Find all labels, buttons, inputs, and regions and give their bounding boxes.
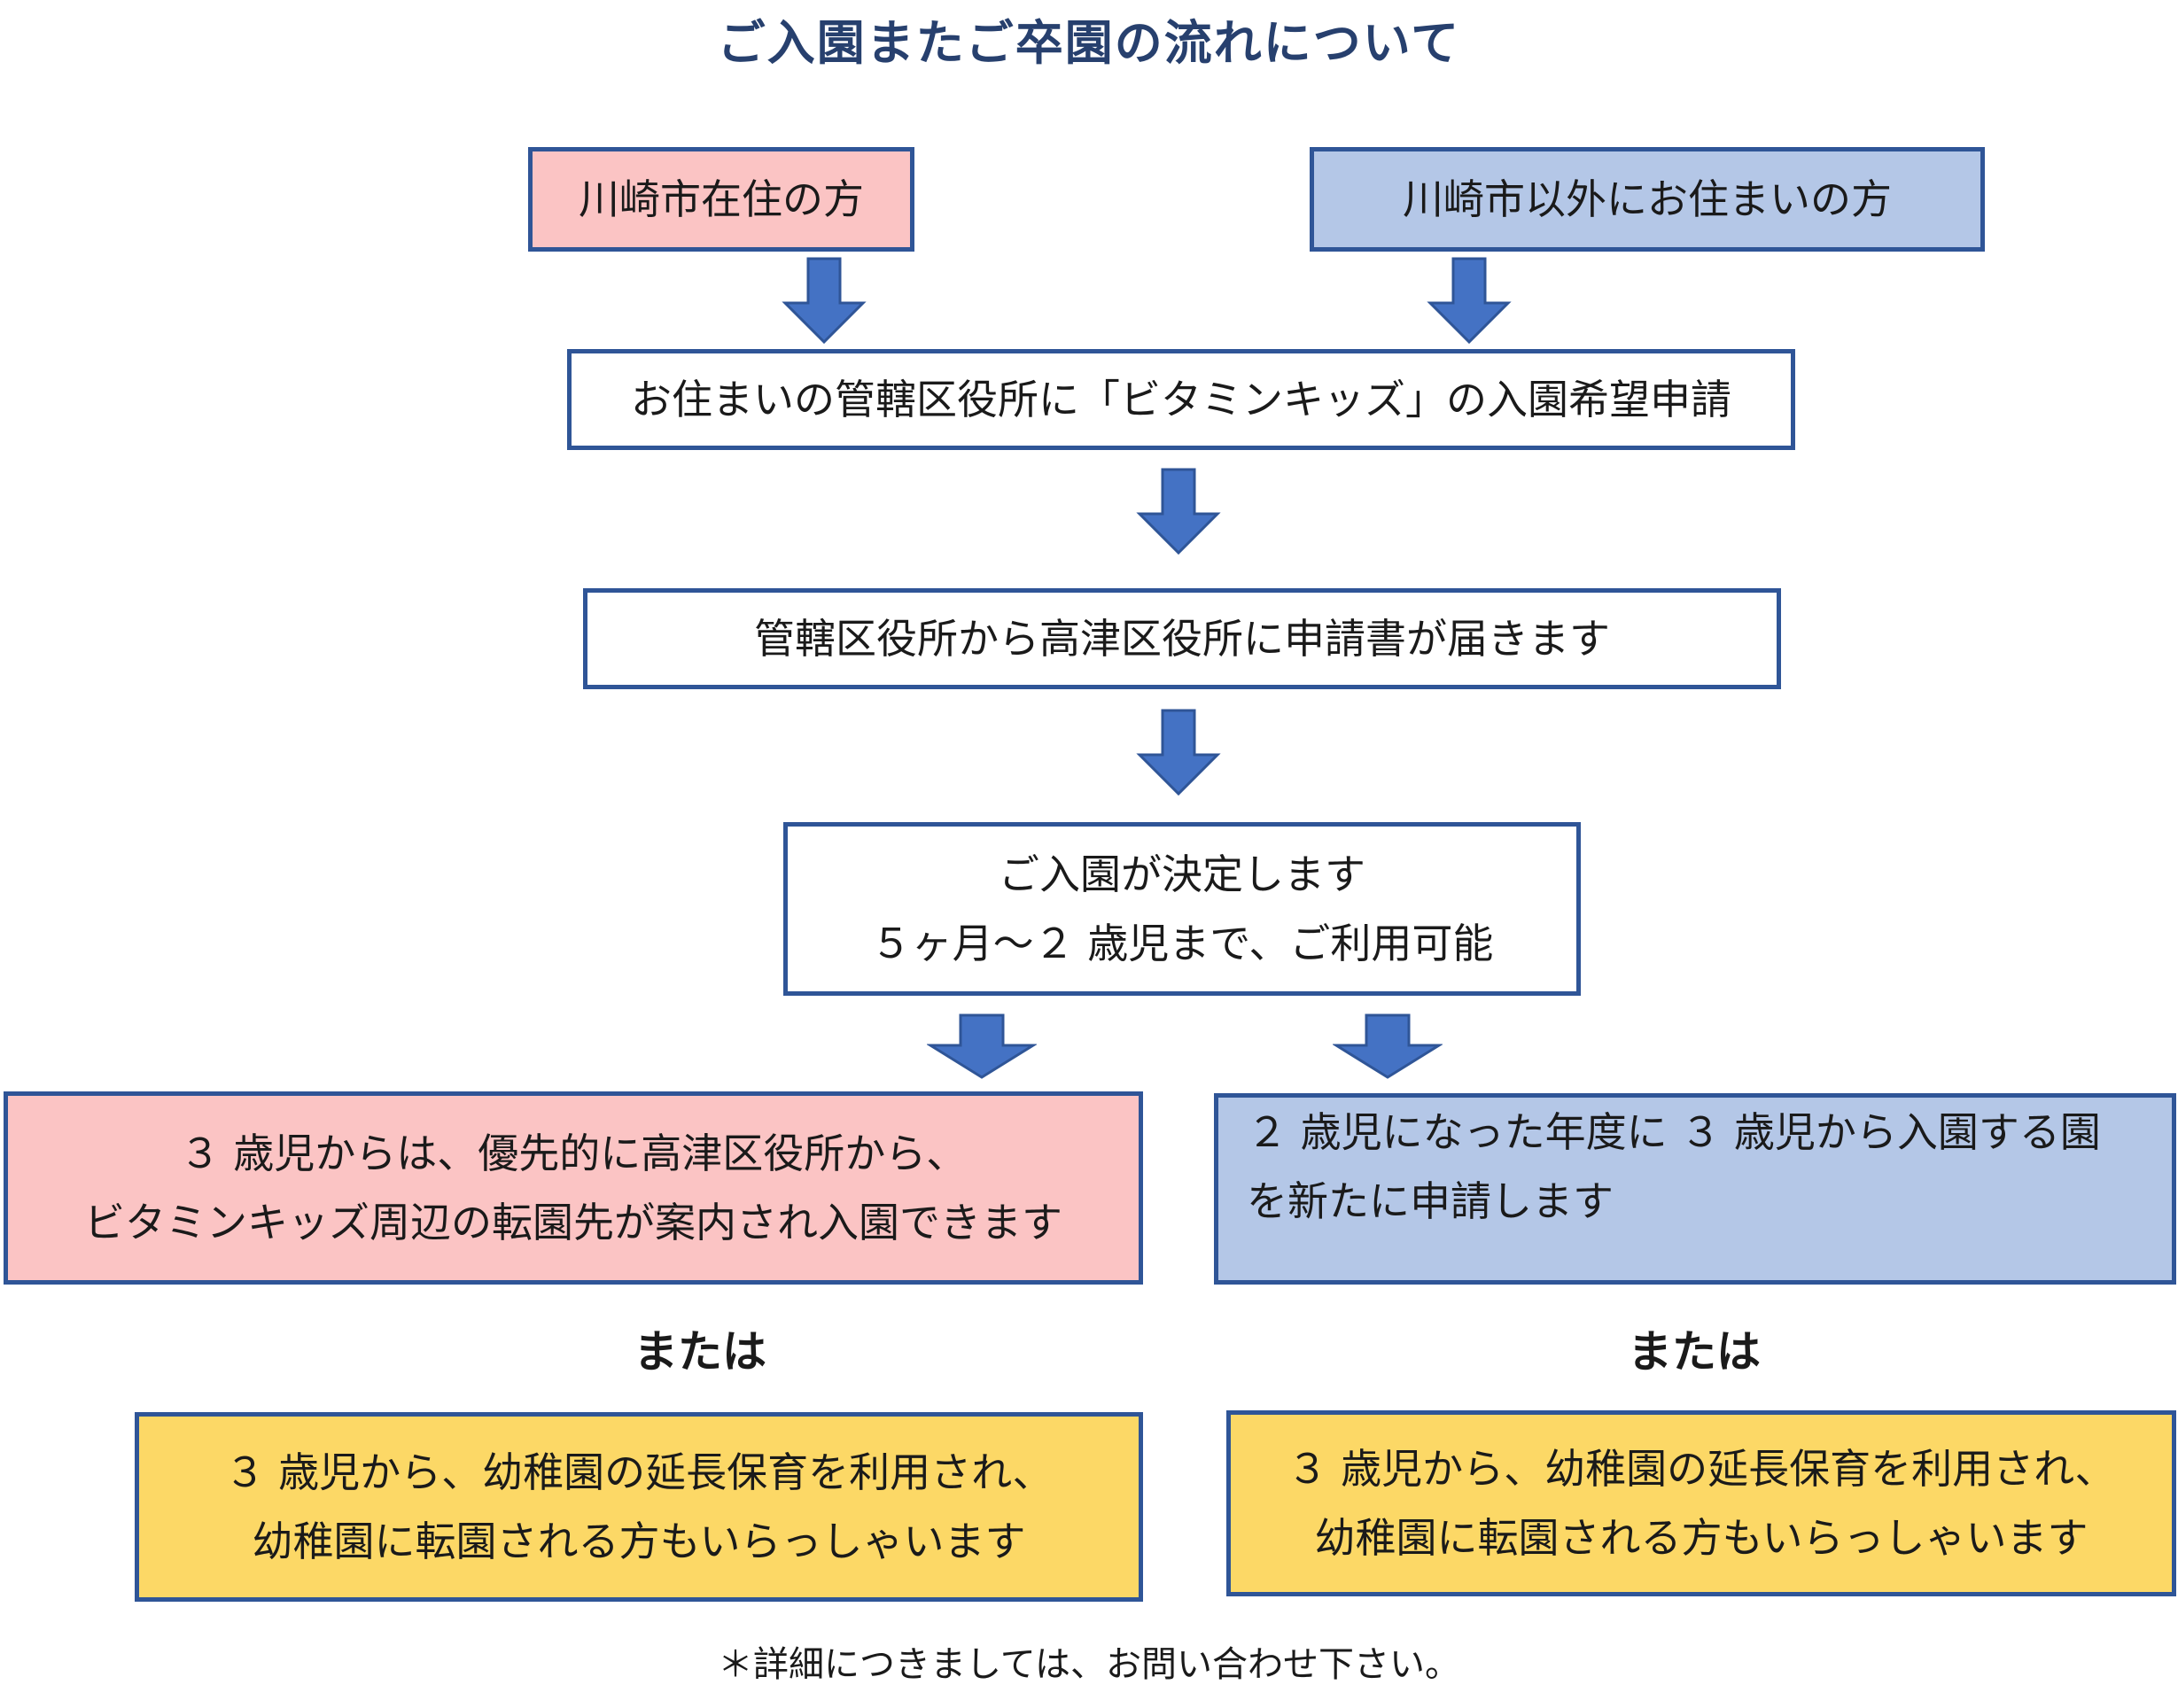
down-arrow-icon [782, 257, 867, 345]
step-decided-line2: ５ヶ月〜２ 歳児まで、ご利用可能 [870, 920, 1494, 967]
down-arrow-icon [1136, 709, 1221, 796]
alternative-non-kawasaki-line1: ３ 歳児から、幼稚園の延長保育を利用され、 [1287, 1445, 2116, 1493]
down-arrow-icon [1136, 468, 1221, 555]
step-decided-line1: ご入園が決定します [999, 850, 1365, 898]
alternative-non-kawasaki-line2: 幼稚園に転園される方もいらっしゃいます [1314, 1514, 2089, 1562]
alternative-kawasaki-line1: ３ 歳児から、幼稚園の延長保育を利用され、 [224, 1448, 1054, 1496]
outcome-non-kawasaki-box: ２ 歳児になった年度に ３ 歳児から入園する園 を新たに申請します [1214, 1093, 2176, 1285]
down-arrow-icon [927, 1013, 1037, 1079]
start-box-non-kawasaki-resident: 川崎市以外にお住まいの方 [1310, 147, 1985, 252]
start-box-kawasaki-resident: 川崎市在住の方 [528, 147, 914, 252]
outcome-non-kawasaki-line1: ２ 歳児になった年度に ３ 歳児から入園する園 [1247, 1108, 2101, 1156]
step-apply-label: お住まいの管轄区役所に「ビタミンキッズ」の入園希望申請 [631, 376, 1731, 423]
step-apply-box: お住まいの管轄区役所に「ビタミンキッズ」の入園希望申請 [567, 349, 1795, 450]
outcome-non-kawasaki-line2: を新たに申請します [1247, 1177, 1614, 1225]
page-title: ご入園またご卒園の流れについて [717, 15, 1461, 71]
alternative-kawasaki-box: ３ 歳児から、幼稚園の延長保育を利用され、 幼稚園に転園される方もいらっしゃいま… [135, 1412, 1143, 1602]
or-label-right: または [1628, 1326, 1761, 1378]
start-box-kawasaki-resident-label: 川崎市在住の方 [579, 175, 864, 223]
or-label-left: または [634, 1326, 766, 1378]
down-arrow-icon [1427, 257, 1512, 345]
step-decided-box: ご入園が決定します ５ヶ月〜２ 歳児まで、ご利用可能 [783, 822, 1581, 996]
step-forward-box: 管轄区役所から高津区役所に申請書が届きます [583, 588, 1781, 689]
alternative-non-kawasaki-box: ３ 歳児から、幼稚園の延長保育を利用され、 幼稚園に転園される方もいらっしゃいま… [1226, 1410, 2176, 1596]
down-arrow-icon [1333, 1013, 1443, 1079]
step-forward-label: 管轄区役所から高津区役所に申請書が届きます [754, 615, 1610, 663]
alternative-kawasaki-line2: 幼稚園に転園される方もいらっしゃいます [252, 1518, 1026, 1565]
outcome-kawasaki-box: ３ 歳児からは、優先的に高津区役所から、 ビタミンキッズ周辺の転園先が案内され入… [4, 1091, 1143, 1285]
outcome-kawasaki-line1: ３ 歳児からは、優先的に高津区役所から、 [179, 1130, 968, 1177]
footnote: ＊詳細につきましては、お問い合わせ下さい。 [718, 1644, 1460, 1685]
start-box-non-kawasaki-resident-label: 川崎市以外にお住まいの方 [1403, 175, 1892, 223]
outcome-kawasaki-line2: ビタミンキッズ周辺の転園先が案内され入園できます [84, 1199, 1062, 1246]
